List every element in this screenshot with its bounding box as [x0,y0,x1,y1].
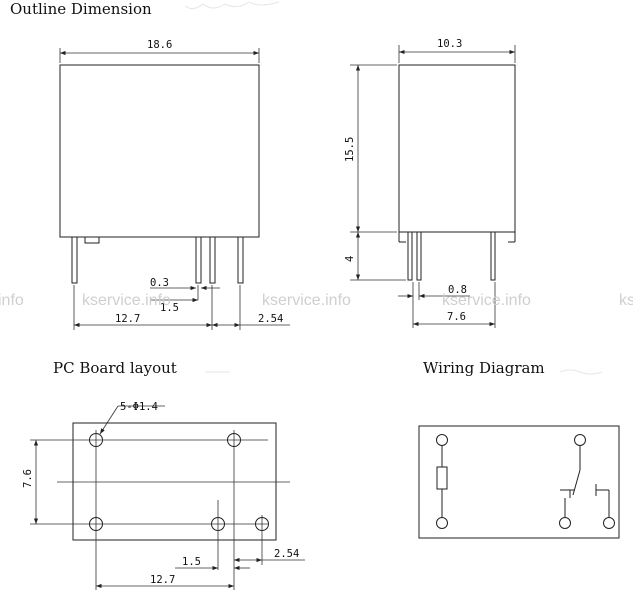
pcb-offset: 2.54 [274,548,299,560]
wiring-no-terminal [603,517,615,529]
dim-front-pin-small: 0.3 [150,277,169,289]
watermark-1: kservice.info [82,292,171,309]
side-relay-body [398,64,516,233]
wiring-nc-terminal [559,517,571,529]
side-view: 10.3 15.5 4 0.8 7.6 [344,38,516,328]
dim-front-pin-mid: 1.5 [160,302,179,314]
wiring-diagram [418,425,620,539]
dim-front-offset: 2.54 [258,313,283,325]
coil-symbol [436,466,448,490]
wiring-coil-terminal [436,517,448,529]
dim-side-width: 10.3 [437,38,462,50]
front-relay-body [59,64,260,238]
switch-arm [572,469,581,496]
pcb-holes [89,433,269,531]
front-pins [71,236,244,284]
pcb-layout: 5-Φ1.4 7.6 1.5 2.54 12.7 [22,401,305,590]
side-pins [407,231,496,281]
watermark-3: kservice.info [442,292,531,309]
dim-front-width: 18.6 [147,39,172,51]
watermark-right: ks [619,292,633,309]
dim-side-pin-span: 7.6 [447,311,466,323]
pcb-outline [72,422,277,541]
pcb-hole [255,517,269,531]
pcb-gap: 1.5 [182,556,201,568]
dim-front-span: 12.7 [115,313,140,325]
watermark-row: info kservice.info kservice.info kservic… [0,292,633,309]
wiring-diagram-title: Wiring Diagram [423,359,545,377]
pcb-hole [227,433,241,447]
watermark-left: info [0,292,24,309]
pcb-hole [89,517,103,531]
pcb-row-spacing: 7.6 [22,469,34,488]
pc-board-layout-title: PC Board layout [53,359,177,377]
pcb-hole [89,433,103,447]
wiring-common-terminal [574,434,586,446]
dim-side-pin-thick: 0.8 [448,284,467,296]
scan-artifacts [184,1,603,375]
pcb-span: 12.7 [150,574,175,586]
wiring-coil-terminal [436,434,448,446]
outline-dimension-title: Outline Dimension [10,0,152,18]
dim-side-height: 15.5 [344,137,356,162]
pcb-hole-callout: 5-Φ1.4 [120,401,158,413]
dim-side-pin-length: 4 [344,256,356,262]
front-view: 18.6 0.3 1.5 12.7 2.54 [59,39,290,330]
watermark-2: kservice.info [262,292,351,309]
wiring-outline [418,425,620,539]
pcb-hole [211,517,225,531]
front-bottom-notch [84,237,100,244]
